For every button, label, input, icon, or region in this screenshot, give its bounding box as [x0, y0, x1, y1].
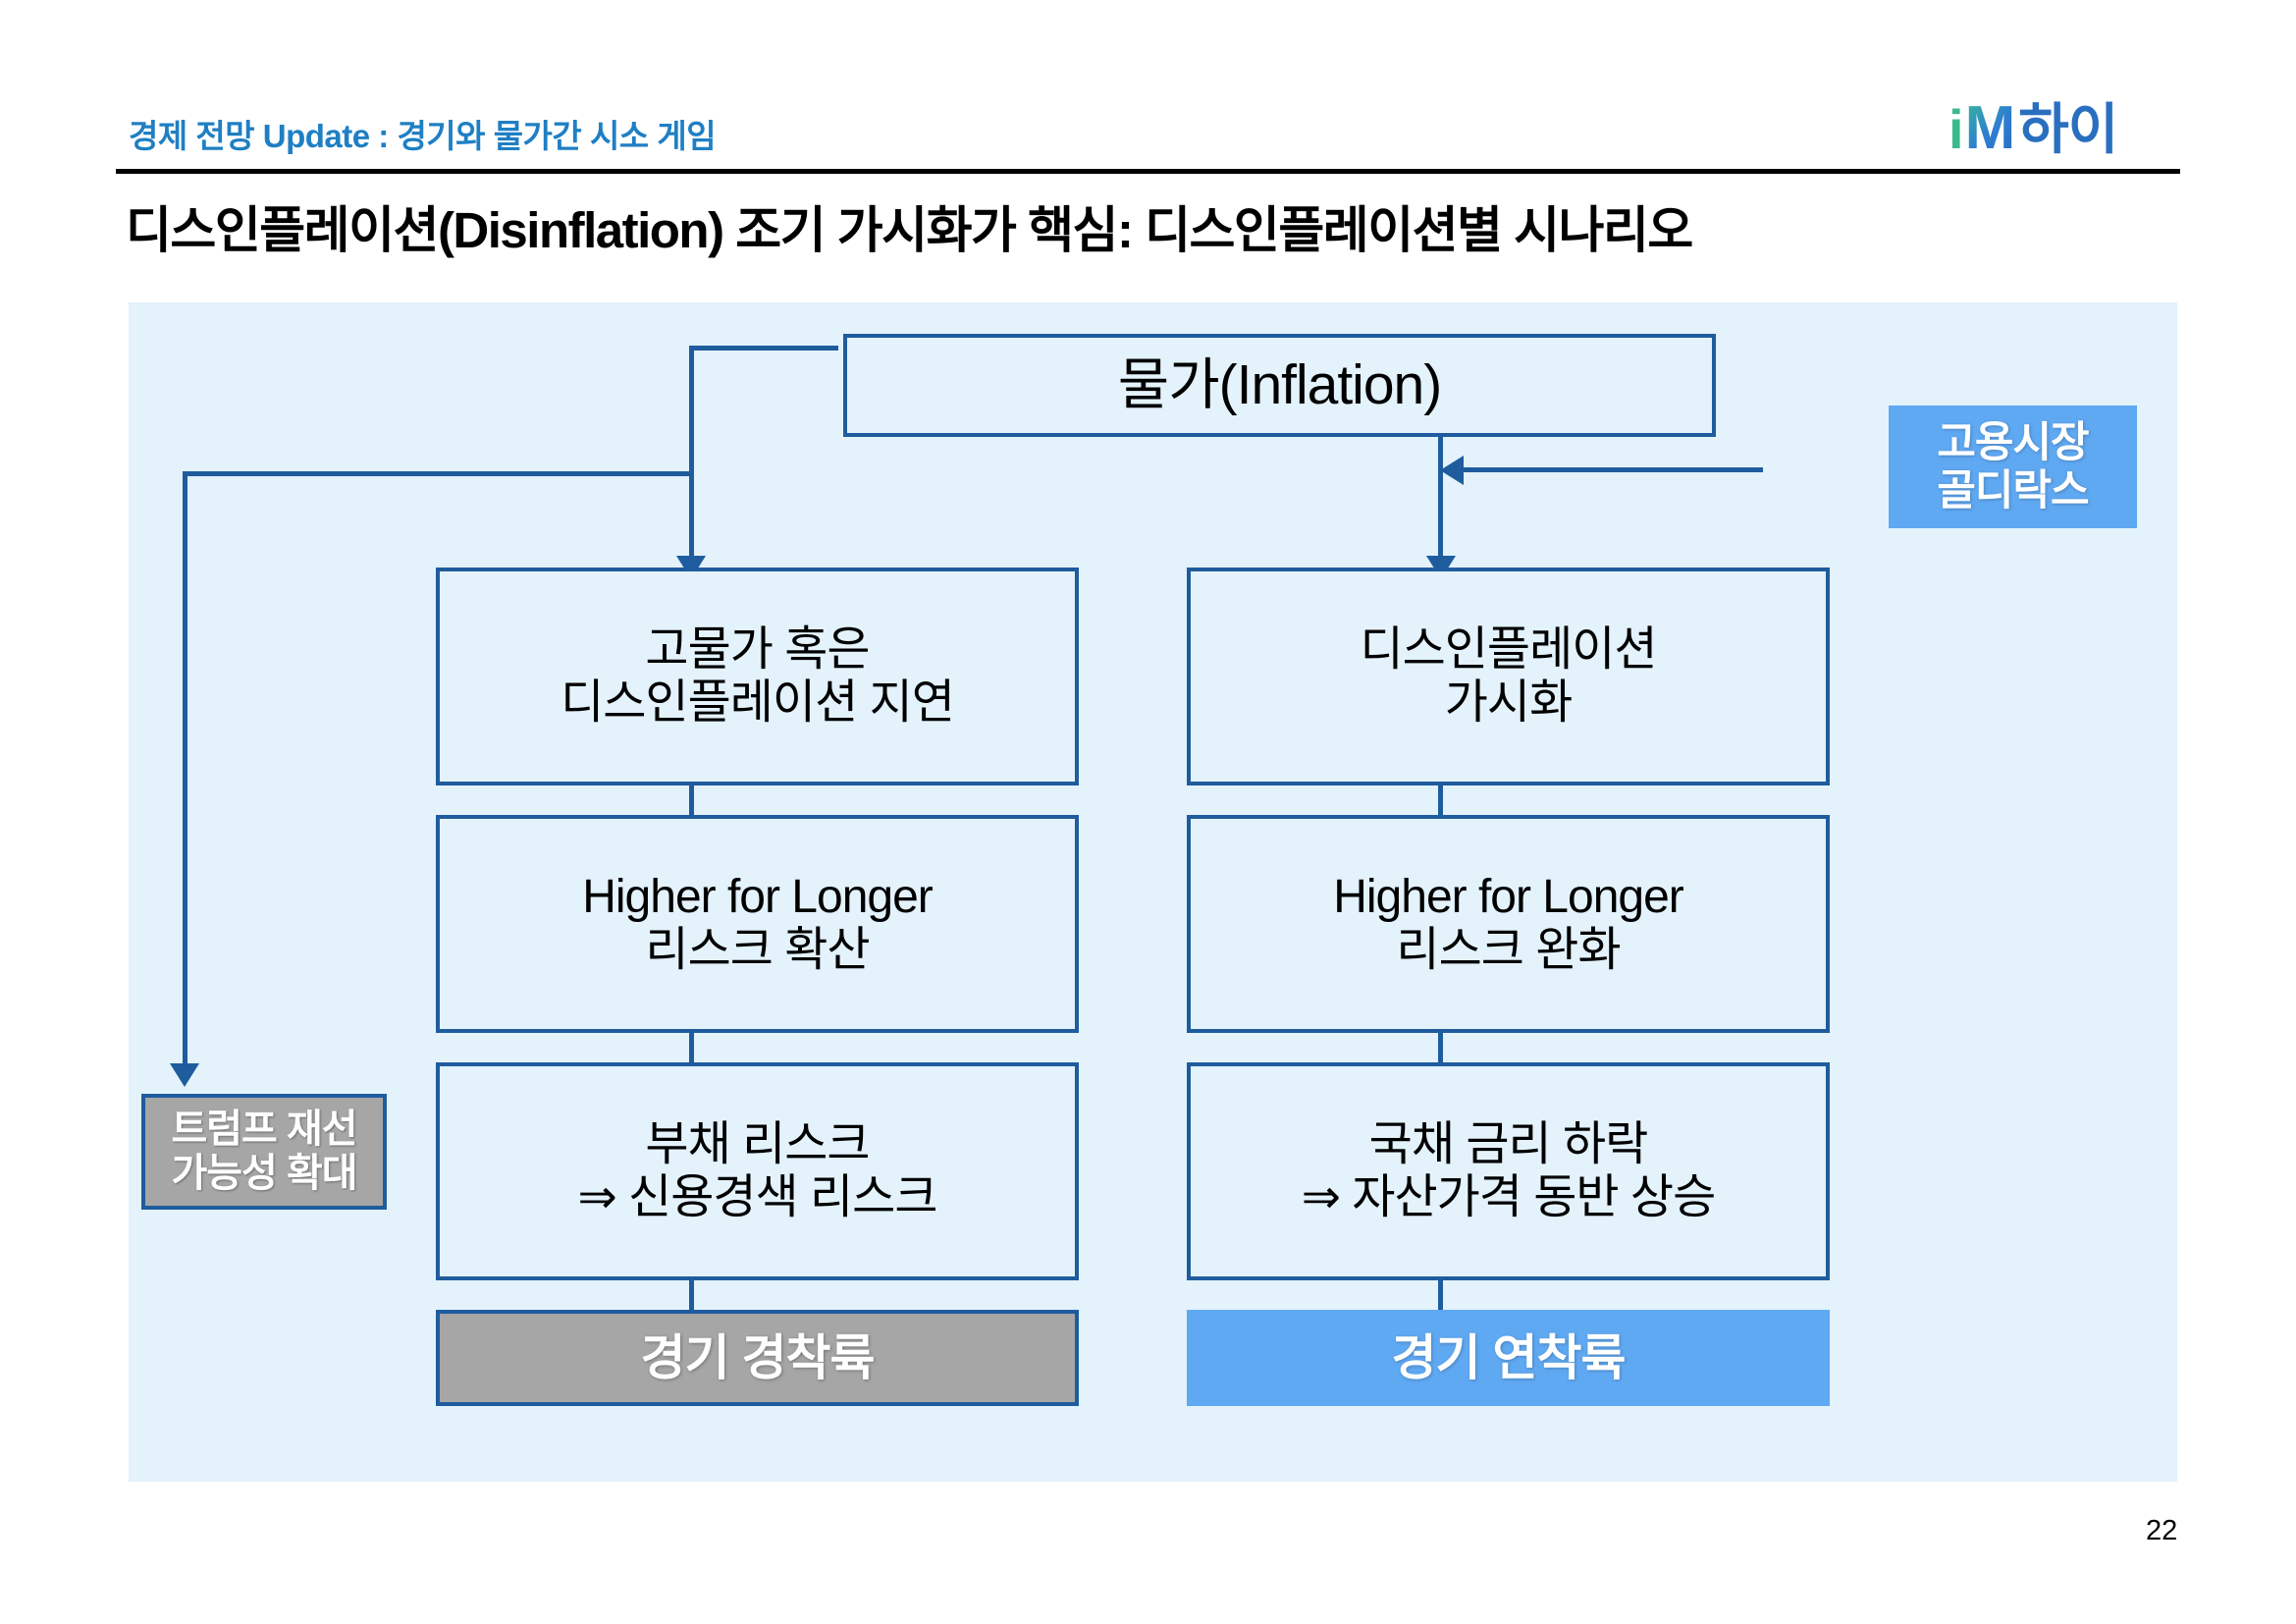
- node-trump-reelection[interactable]: 트럼프 재선 가능성 확대: [141, 1094, 387, 1210]
- node-right-risk[interactable]: Higher for Longer 리스크 완화: [1187, 815, 1830, 1033]
- connector-left-scenario-vertical: [689, 430, 694, 563]
- connector-left-col-seg-1: [689, 784, 694, 842]
- header-divider-rule: [116, 169, 2180, 174]
- node-trump-reelection-line2: 가능성 확대: [171, 1152, 357, 1195]
- connector-farleft-horizontal: [183, 471, 692, 476]
- node-right-outcome-label: 경기 연착륙: [1391, 1330, 1627, 1385]
- node-right-consequence-line1: 국채 금리 하락: [1368, 1118, 1649, 1171]
- connector-left-col-seg-2: [689, 1031, 694, 1090]
- connector-root-left-vertical-stub: [689, 350, 694, 477]
- page-number: 22: [2146, 1515, 2178, 1546]
- node-right-scenario-line1: 디스인플레이션: [1360, 623, 1657, 677]
- node-right-outcome-soft-landing[interactable]: 경기 연착륙: [1187, 1310, 1830, 1406]
- page-title: 디스인플레이션(Disinflation) 조기 가시화가 핵심: 디스인플레이…: [126, 202, 1693, 258]
- connector-sidenote-horizontal: [1464, 467, 1763, 472]
- node-right-risk-line1: Higher for Longer: [1333, 871, 1684, 924]
- header-kicker: 경제 전망 Update : 경기와 물가간 시소 게임: [129, 118, 717, 154]
- connector-right-col-seg-1: [1438, 784, 1443, 842]
- diagram-panel: 물가(Inflation) 고용시장 골디락스 고물가 혹은 디스인플레이션 지…: [129, 302, 2177, 1482]
- arrow-from-employment-note: [1440, 456, 1464, 485]
- im-hi-logo: i M 하이: [1949, 98, 2118, 160]
- node-left-scenario-line1: 고물가 혹은: [645, 623, 870, 677]
- connector-right-col-seg-2: [1438, 1031, 1443, 1090]
- node-left-scenario[interactable]: 고물가 혹은 디스인플레이션 지연: [436, 568, 1079, 785]
- node-left-outcome-label: 경기 경착륙: [640, 1330, 876, 1385]
- node-inflation-root-label: 물가(Inflation): [1117, 352, 1442, 416]
- connector-root-right-vertical: [1438, 346, 1443, 563]
- node-right-scenario[interactable]: 디스인플레이션 가시화: [1187, 568, 1830, 785]
- node-left-risk-line2: 리스크 확산: [645, 924, 870, 976]
- logo-letter-m: M: [1964, 94, 2016, 162]
- connector-root-left-horizontal-top: [689, 346, 838, 351]
- node-right-risk-line2: 리스크 완화: [1396, 924, 1621, 976]
- node-left-risk-line1: Higher for Longer: [582, 871, 934, 924]
- logo-letter-i: i: [1949, 98, 1964, 160]
- connector-right-col-seg-3: [1438, 1278, 1443, 1335]
- node-left-consequence-line2: ⇒ 신용경색 리스크: [577, 1171, 937, 1223]
- node-left-risk[interactable]: Higher for Longer 리스크 확산: [436, 815, 1079, 1033]
- connector-farleft-vertical: [183, 471, 187, 1070]
- node-right-scenario-line2: 가시화: [1444, 677, 1573, 729]
- node-employment-goldilocks[interactable]: 고용시장 골디락스: [1889, 406, 2137, 528]
- connector-left-col-seg-3: [689, 1278, 694, 1335]
- node-inflation-root[interactable]: 물가(Inflation): [843, 334, 1716, 437]
- node-right-consequence-line2: ⇒ 자산가격 동반 상승: [1301, 1171, 1717, 1223]
- node-trump-reelection-line1: 트럼프 재선: [171, 1108, 357, 1152]
- logo-korean-text: 하이: [2018, 98, 2118, 160]
- node-left-outcome-hard-landing[interactable]: 경기 경착륙: [436, 1310, 1079, 1406]
- node-right-consequence[interactable]: 국채 금리 하락 ⇒ 자산가격 동반 상승: [1187, 1062, 1830, 1280]
- node-employment-goldilocks-line2: 골디락스: [1937, 466, 2089, 514]
- node-left-consequence-line1: 부채 리스크: [645, 1118, 870, 1171]
- node-employment-goldilocks-line1: 고용시장: [1937, 419, 2089, 467]
- node-left-consequence[interactable]: 부채 리스크 ⇒ 신용경색 리스크: [436, 1062, 1079, 1280]
- arrow-into-trump-note: [170, 1063, 199, 1087]
- node-left-scenario-line2: 디스인플레이션 지연: [561, 677, 955, 729]
